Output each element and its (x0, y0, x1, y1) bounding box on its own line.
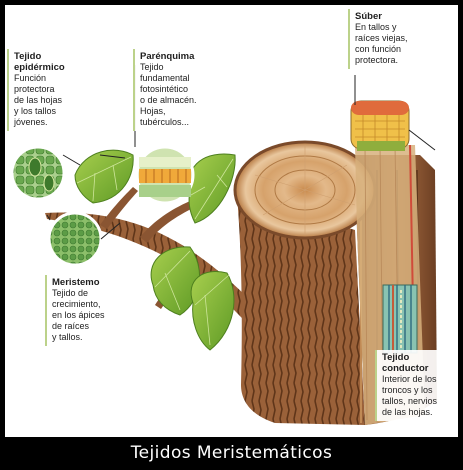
leaf (190, 271, 235, 351)
label-title: Tejido epidérmico (14, 51, 65, 73)
label-title: Súber (355, 11, 382, 22)
label-tejido-conductor: Tejido conductor Interior de los troncos… (375, 350, 458, 421)
label-title: Meristemo (52, 277, 100, 288)
plant-tissue-illustration (10, 65, 437, 425)
leaf (188, 153, 236, 224)
meristem-cells-magnifier (47, 211, 103, 267)
conductor-detail (382, 284, 418, 354)
suber-detail (350, 100, 410, 151)
label-title: Tejido conductor (382, 352, 429, 374)
epidermal-cells-magnifier (10, 145, 66, 201)
label-parenquima: Parénquima Tejido fundamental fotosintét… (133, 49, 224, 131)
caption: Tejidos Meristemáticos (130, 443, 333, 463)
label-suber: Súber En tallos y raíces viejas, con fun… (348, 9, 431, 69)
diagram-canvas: Tejido epidérmico Función protectora de … (5, 5, 458, 437)
leaf (74, 149, 134, 204)
label-tejido-epidermico: Tejido epidérmico Función protectora de … (7, 49, 80, 131)
parenchyma-cells-magnifier (135, 145, 195, 205)
label-meristemo: Meristemo Tejido de crecimiento, en los … (45, 275, 124, 346)
label-title: Parénquima (140, 51, 195, 62)
